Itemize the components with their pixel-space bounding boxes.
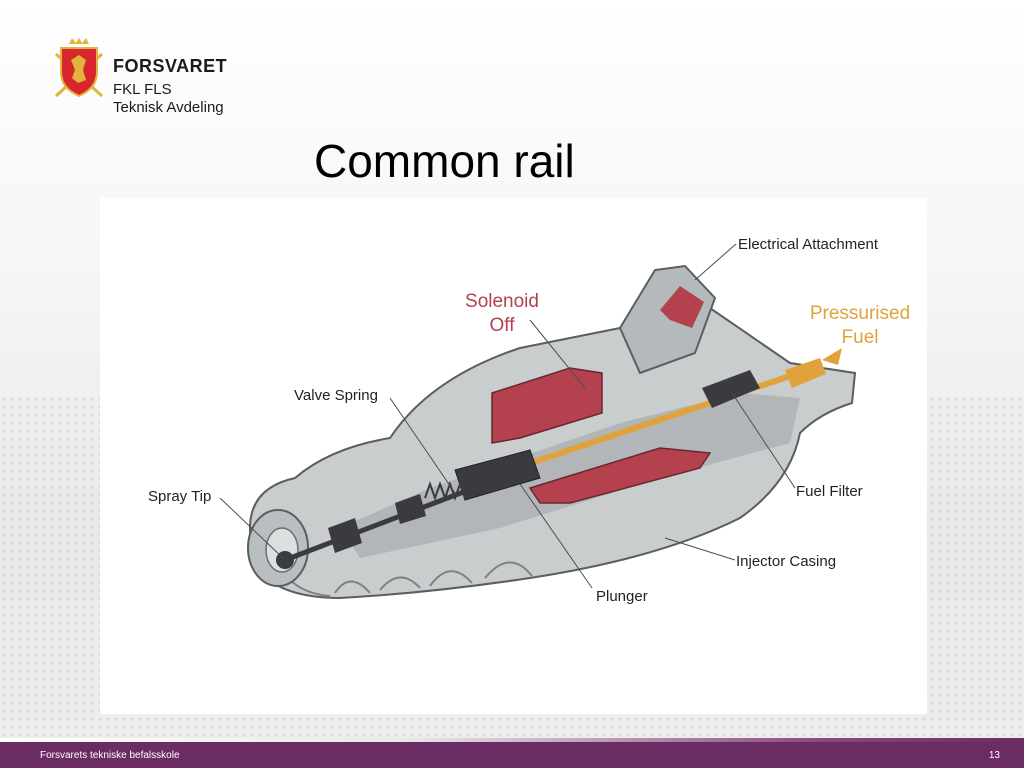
solenoid-coil-upper xyxy=(491,367,603,444)
brand-name: FORSVARET xyxy=(113,56,228,76)
label-plunger: Plunger xyxy=(596,588,648,605)
leader-spray-tip xyxy=(219,497,284,559)
fuel-line xyxy=(479,363,821,483)
leader-electrical xyxy=(694,243,737,281)
forsvaret-crest-logo xyxy=(54,38,104,98)
leader-solenoid xyxy=(529,319,586,389)
needle-guide xyxy=(328,518,362,553)
unit-name: FKL FLS xyxy=(113,81,172,98)
footer-organization: Forsvarets tekniske befalsskole xyxy=(40,750,180,761)
label-injector-casing: Injector Casing xyxy=(736,553,836,570)
footer-bar xyxy=(0,742,1024,768)
fuel-filter-element xyxy=(702,370,760,408)
label-electrical-attachment: Electrical Attachment xyxy=(738,236,879,253)
diagram-panel: Electrical Attachment Solenoid Off Press… xyxy=(100,198,927,714)
label-pressurised-line1: Pressurised xyxy=(810,303,910,324)
department-name: Teknisk Avdeling xyxy=(113,99,224,116)
leader-plunger xyxy=(519,483,593,589)
page-number: 13 xyxy=(988,750,1000,761)
label-solenoid-line2: Off xyxy=(490,315,516,336)
label-fuel-filter: Fuel Filter xyxy=(796,483,863,500)
leader-fuel-filter xyxy=(731,392,796,489)
casing-lower-lobes xyxy=(274,557,533,597)
electrical-connector xyxy=(660,286,704,328)
pressurised-fuel-arrow xyxy=(822,348,842,365)
footer-accent-line xyxy=(0,738,1024,742)
solenoid-coil-lower xyxy=(528,447,712,504)
pressurised-fuel-inlet xyxy=(785,358,826,388)
label-spray-tip: Spray Tip xyxy=(148,488,211,505)
spring-seat xyxy=(395,494,426,524)
label-pressurised-line2: Fuel xyxy=(842,327,879,348)
injector-diagram: Electrical Attachment Solenoid Off Press… xyxy=(148,236,910,605)
label-solenoid-line1: Solenoid xyxy=(465,291,539,312)
leader-injector-casing xyxy=(664,537,736,561)
leader-valve-spring xyxy=(389,397,456,494)
electrical-attachment-housing xyxy=(618,264,717,375)
valve-spring-coils xyxy=(424,481,466,501)
label-valve-spring: Valve Spring xyxy=(294,387,378,404)
slide-title: Common rail xyxy=(314,135,575,187)
